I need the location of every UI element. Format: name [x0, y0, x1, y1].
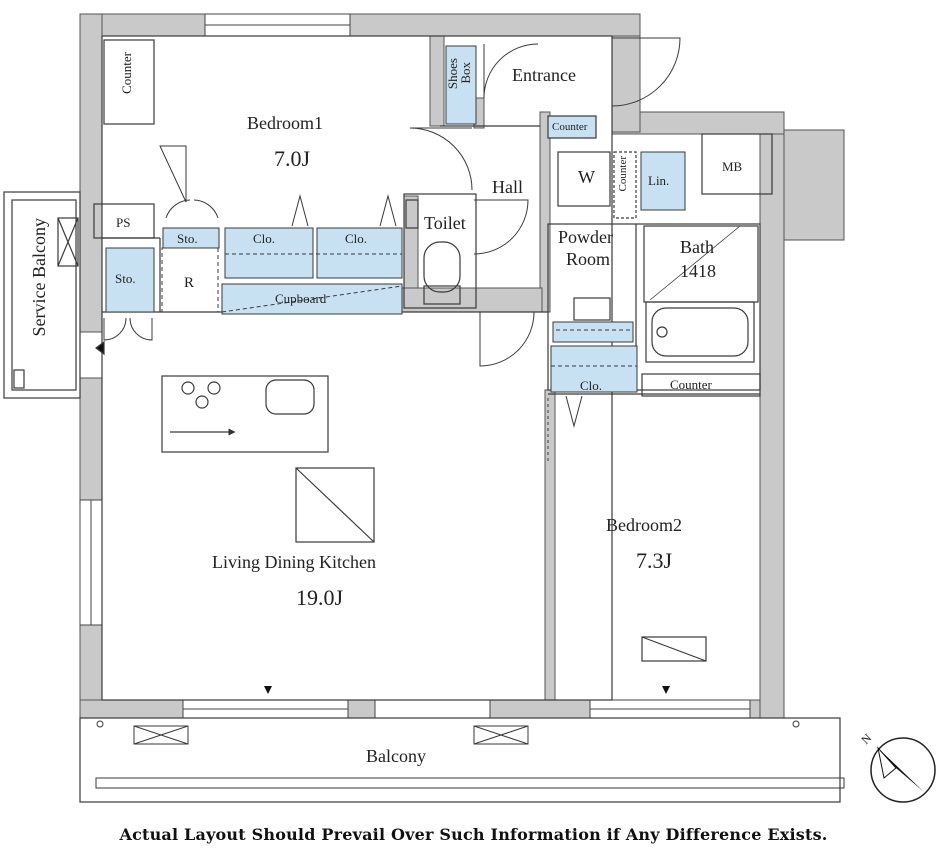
counter-bath-label: Counter	[670, 377, 712, 392]
clo-bedroom1-left-label: Clo.	[253, 231, 276, 246]
windows	[79, 13, 751, 719]
entrance-label: Entrance	[512, 65, 576, 85]
bedroom1-area: 7.0J	[274, 146, 311, 171]
counter-powder-label: Counter	[617, 156, 629, 192]
fixtures	[93, 39, 773, 662]
clo-bedroom2-label: Clo.	[580, 378, 603, 393]
disclaimer-text: Actual Layout Should Prevail Over Such I…	[119, 825, 828, 844]
bedroom2-name: Bedroom2	[606, 515, 682, 535]
bedroom1-name: Bedroom1	[247, 113, 323, 133]
service-balcony-label: Service Balcony	[29, 218, 49, 337]
sto-label: Sto.	[115, 271, 136, 286]
powder-room-line1: Powder	[558, 227, 613, 247]
ps-label: PS	[116, 215, 131, 230]
storage-areas	[105, 45, 686, 393]
floor-plan	[3, 13, 936, 803]
door-swings	[103, 37, 681, 462]
storage-dashes	[161, 247, 637, 367]
counter-entrance-label: Counter	[552, 121, 588, 133]
shoes-box-line2: Box	[458, 62, 473, 84]
bath-size: 1418	[680, 261, 716, 281]
ldk-area: 19.0J	[296, 585, 344, 610]
balcony	[79, 686, 845, 803]
bath-label: Bath	[680, 237, 714, 257]
counter-bedroom1-label: Counter	[119, 52, 134, 94]
refrigerator-label: R	[184, 275, 195, 291]
interior-lines	[101, 35, 761, 701]
cupboard-label: Cupboard	[275, 291, 327, 306]
compass	[870, 737, 936, 803]
service-balcony	[3, 191, 105, 399]
mb-label: MB	[722, 159, 743, 174]
clo-bedroom1-right-label: Clo.	[345, 231, 368, 246]
bedroom2-area: 7.3J	[636, 548, 673, 573]
powder-room-line2: Room	[566, 249, 611, 269]
toilet-label: Toilet	[424, 213, 466, 233]
sto-small-label: Sto.	[177, 231, 198, 246]
balcony-label: Balcony	[366, 746, 426, 766]
hall-label: Hall	[492, 177, 523, 197]
lin-label: Lin.	[648, 173, 670, 188]
washer-label: W	[578, 167, 595, 187]
ldk-name: Living Dining Kitchen	[212, 552, 376, 572]
